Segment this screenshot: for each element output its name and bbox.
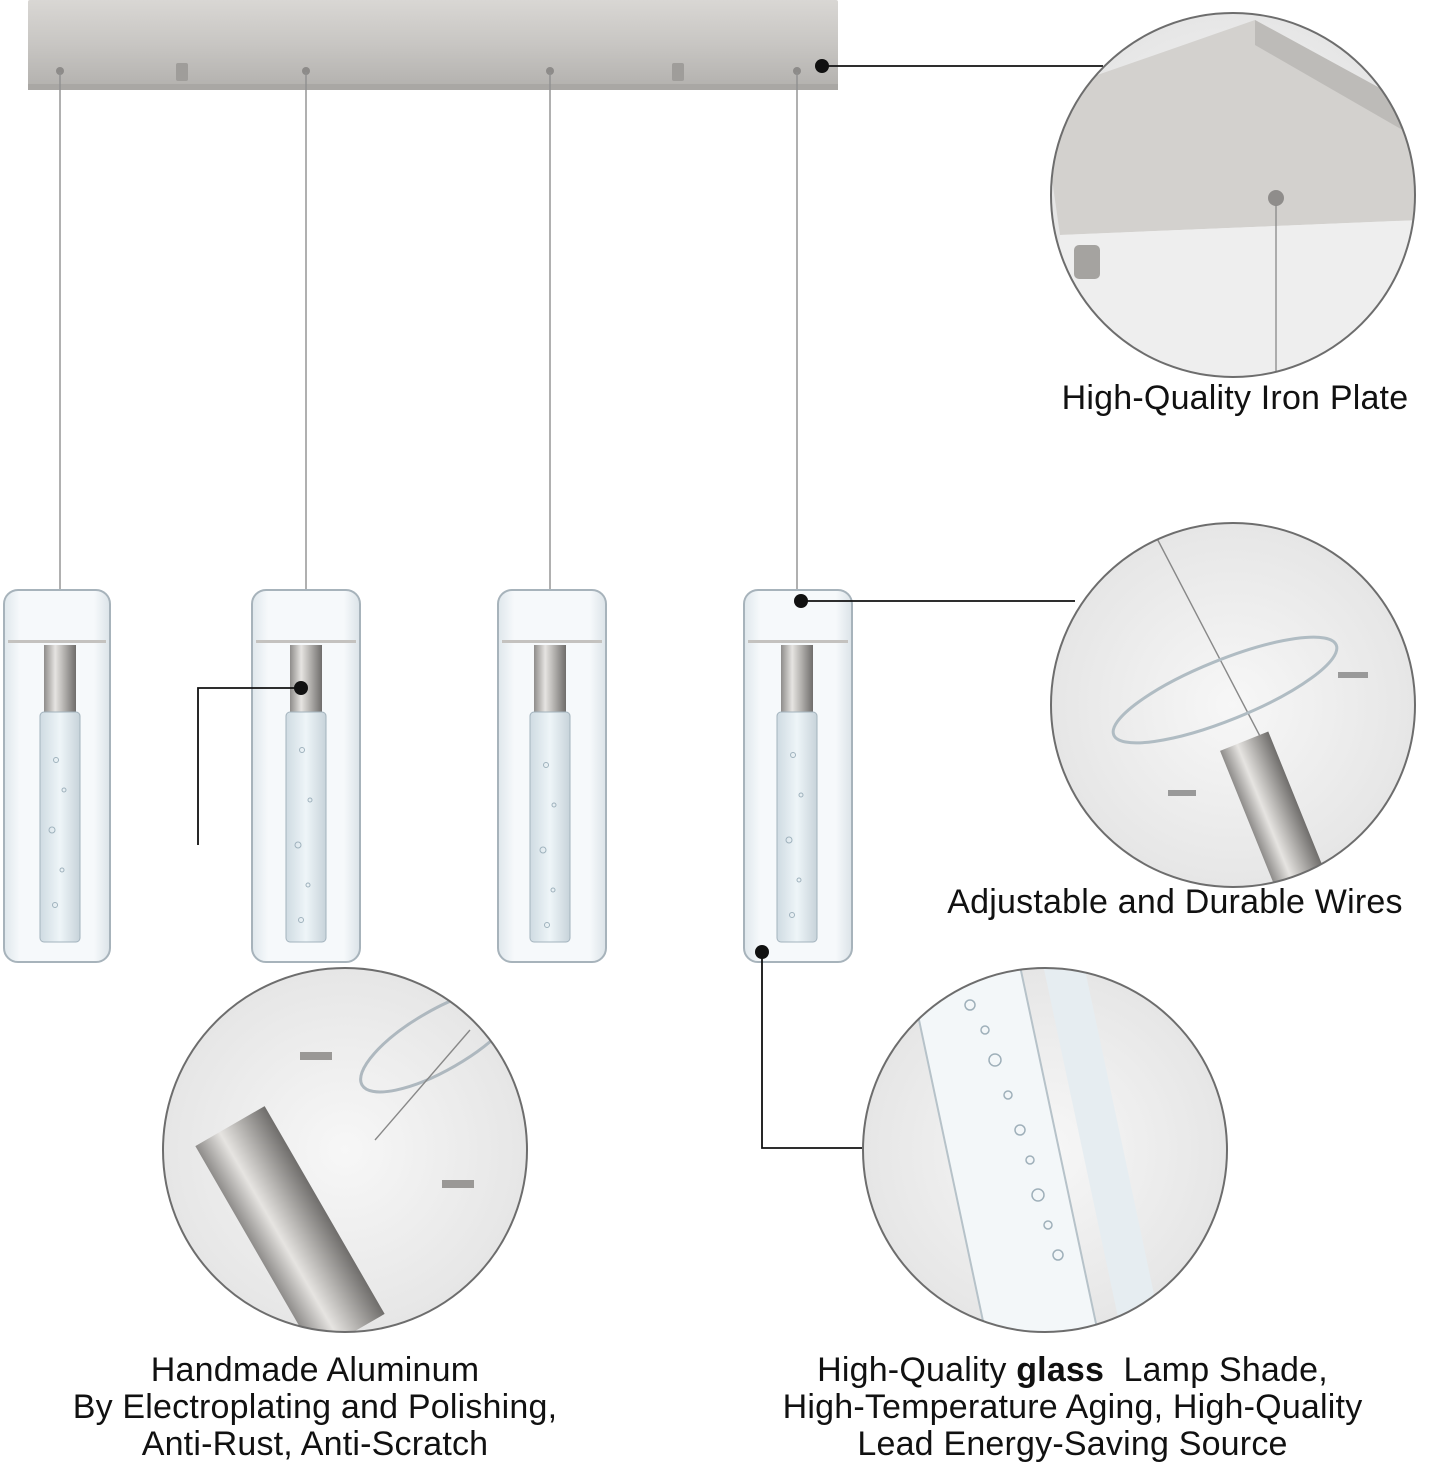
ceiling-plate bbox=[28, 0, 838, 90]
caption-wires: Adjustable and Durable Wires bbox=[947, 883, 1403, 921]
caption-glass-line3: Lead Energy-Saving Source bbox=[857, 1425, 1288, 1463]
suspension-wires bbox=[59, 72, 798, 640]
pendant-lamp-4 bbox=[743, 589, 853, 963]
leader-lines bbox=[197, 65, 1103, 1149]
pendant-lamp-3 bbox=[497, 589, 607, 963]
caption-glass-line1-pre: High-Quality bbox=[817, 1351, 1017, 1389]
detail-wires bbox=[1050, 522, 1416, 888]
pendant-lamp-2 bbox=[251, 589, 361, 963]
caption-aluminum: Handmade Aluminum By Electroplating and … bbox=[0, 1352, 630, 1463]
caption-aluminum-line2: By Electroplating and Polishing, bbox=[72, 1388, 558, 1426]
caption-aluminum-line1: Handmade Aluminum bbox=[150, 1351, 480, 1389]
detail-glass bbox=[862, 967, 1228, 1333]
detail-aluminum bbox=[162, 967, 528, 1333]
pendant-lamp-1 bbox=[3, 589, 111, 963]
caption-iron-plate: High-Quality Iron Plate bbox=[1061, 379, 1409, 417]
caption-glass-line1-bold: glass bbox=[1016, 1351, 1105, 1389]
caption-glass: High-Quality glass Lamp Shade, High-Temp… bbox=[700, 1352, 1445, 1463]
caption-glass-line2: High-Temperature Aging, High-Quality bbox=[782, 1388, 1363, 1426]
detail-iron-plate bbox=[1050, 12, 1416, 378]
caption-glass-line1-post: Lamp Shade, bbox=[1104, 1351, 1328, 1389]
caption-glass-line1: High-Quality glass Lamp Shade, bbox=[700, 1352, 1445, 1389]
leader-dots bbox=[294, 59, 829, 959]
caption-aluminum-line3: Anti-Rust, Anti-Scratch bbox=[141, 1425, 489, 1463]
crystal-bubbles bbox=[48, 747, 804, 928]
